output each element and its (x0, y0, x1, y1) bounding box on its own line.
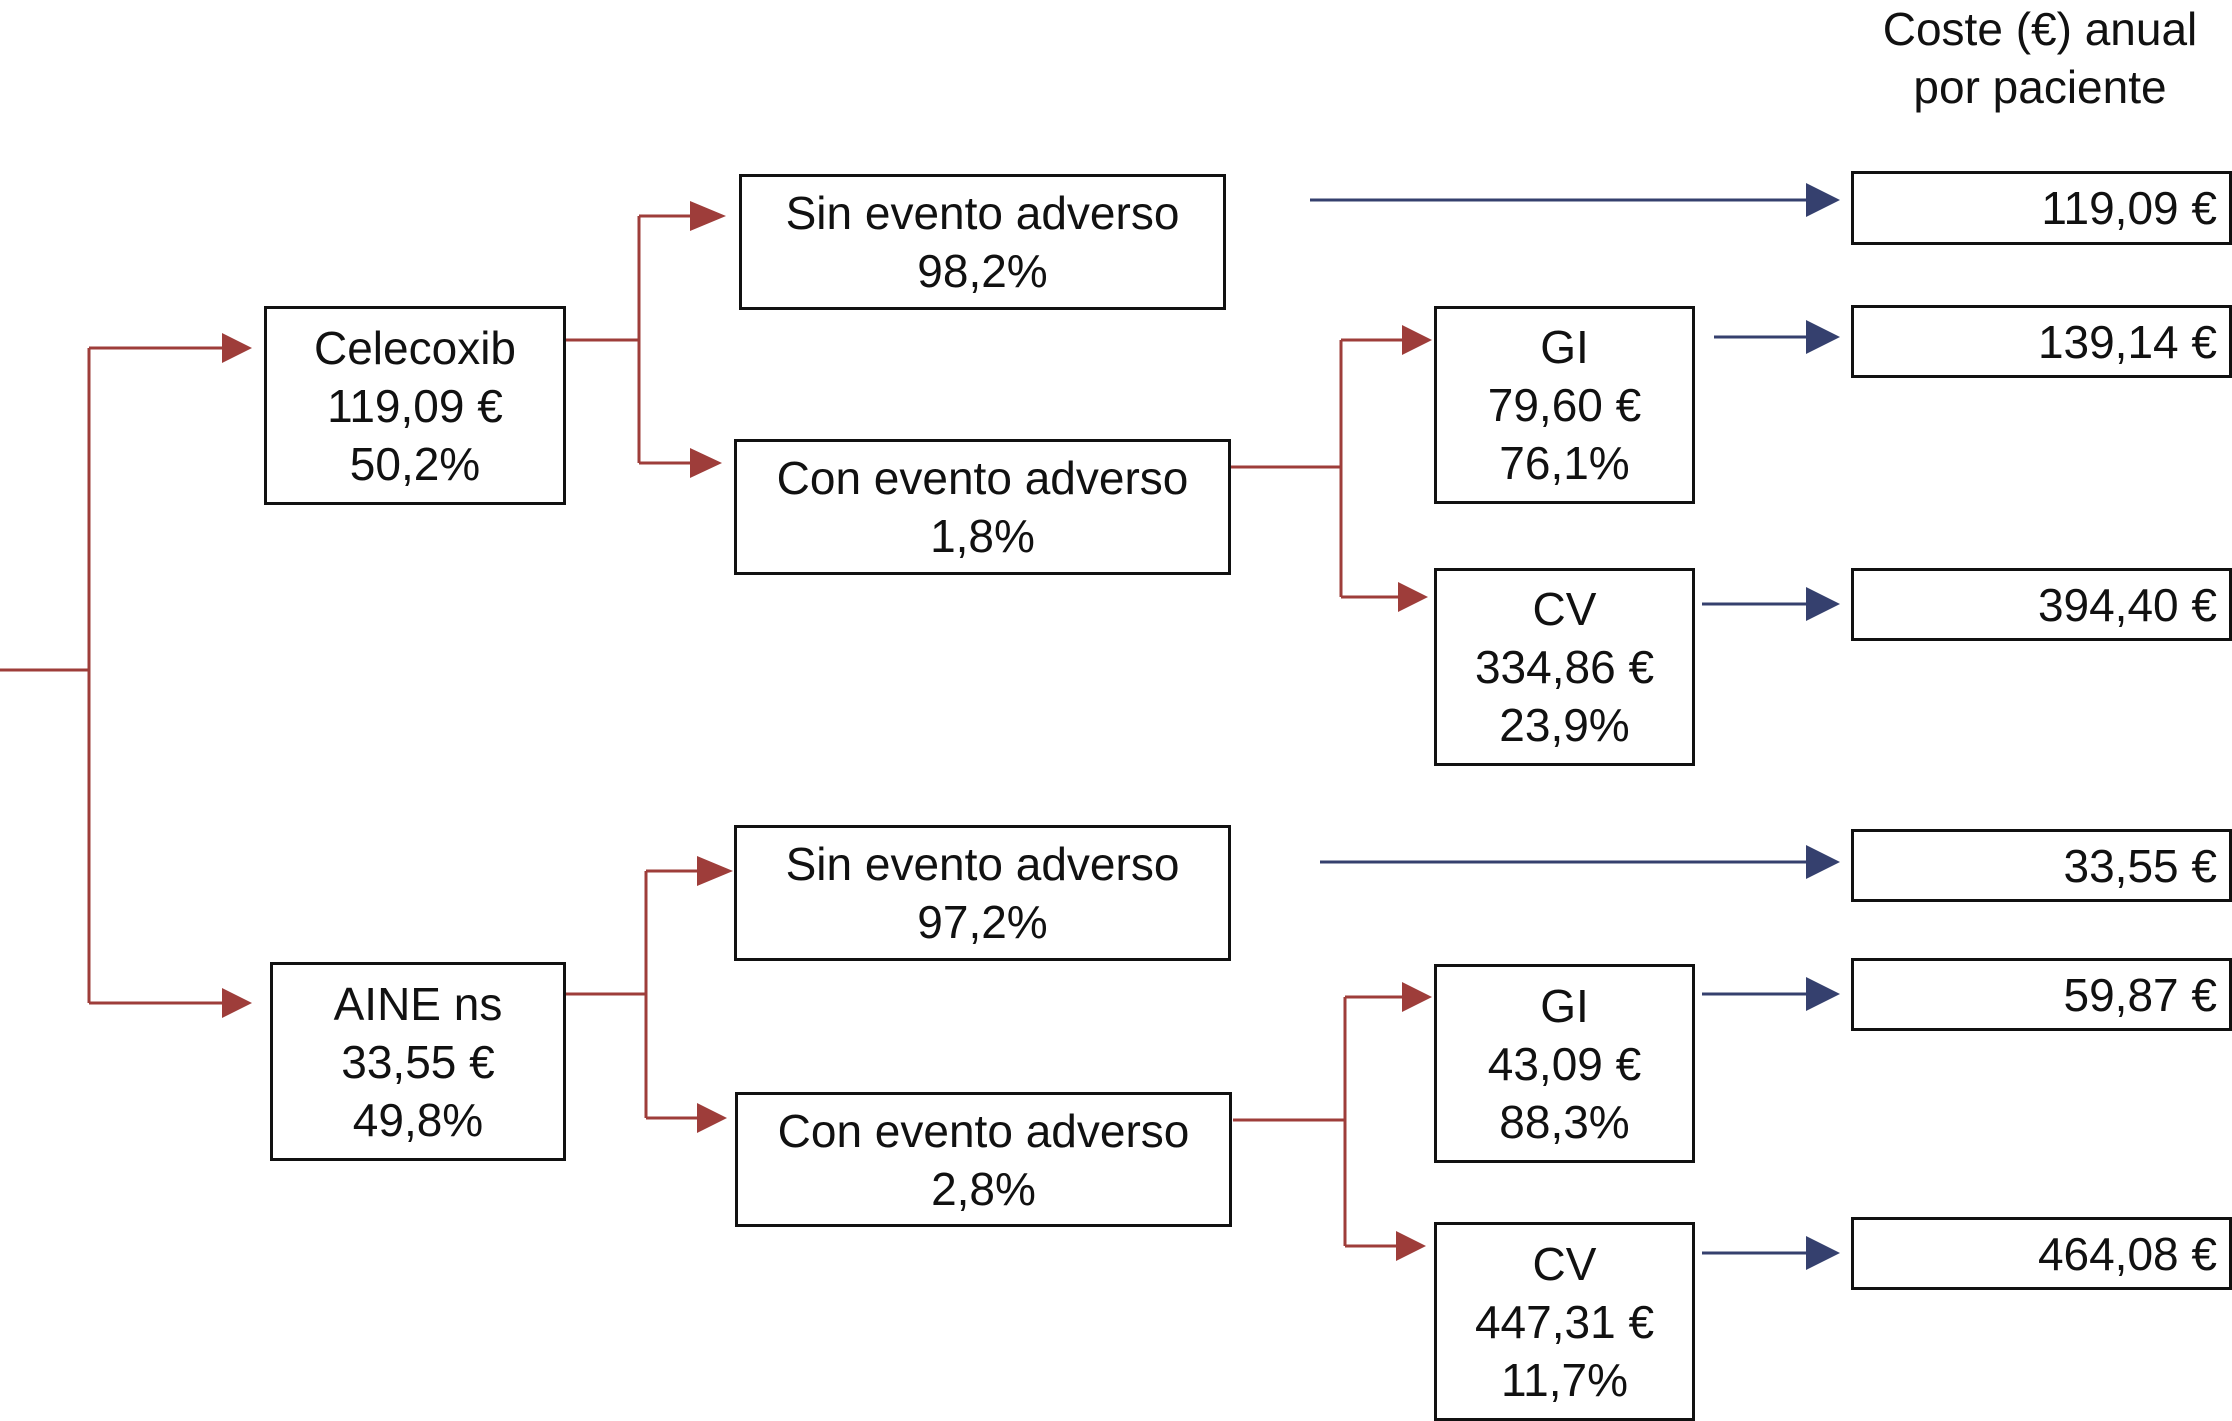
celecoxib-event-branch (1230, 338, 1412, 599)
aine-gi-prob: 88,3% (1499, 1095, 1630, 1148)
outcome-cost-cel-cv: 394,40 € (1851, 568, 2232, 641)
outcome-cost-cel-gi: 139,14 € (1851, 305, 2232, 378)
celecoxib-prob: 50,2% (349, 437, 481, 490)
outcome-cost-aine-cv: 464,08 € (1851, 1217, 2232, 1290)
aine-event-prob: 2,8% (931, 1162, 1036, 1215)
celecoxib-event-arrowheads (1398, 325, 1432, 612)
node-celecoxib-gi: GI 79,60 € 76,1% (1434, 306, 1695, 504)
celecoxib-gi-cost: 79,60 € (1487, 379, 1642, 431)
root-branch (0, 346, 244, 1005)
celecoxib-branch (565, 214, 702, 465)
aine-arrowheads (697, 856, 733, 1133)
celecoxib-cv-prob: 23,9% (1499, 699, 1630, 751)
cost-header-line1: Coste (€) anual (1882, 3, 2198, 55)
outcome-cost-aine-gi: 59,87 € (1851, 958, 2232, 1031)
aine-name: AINE ns (333, 977, 503, 1030)
aine-cv-prob: 11,7% (1500, 1353, 1629, 1406)
celecoxib-gi-label: GI (1540, 321, 1589, 373)
arrowhead-celecoxib (222, 333, 252, 363)
aine-cv-cost: 447,31 € (1474, 1295, 1655, 1348)
node-aine-gi: GI 43,09 € 88,3% (1434, 964, 1695, 1163)
celecoxib-event-label: Con evento adverso (776, 452, 1189, 504)
outcome-cost-cel-no-event: 119,09 € (1851, 171, 2232, 245)
node-aine: AINE ns 33,55 € 49,8% (270, 962, 566, 1161)
node-celecoxib-event: Con evento adverso 1,8% (734, 439, 1231, 575)
cost-arrows (1310, 198, 1810, 1255)
outcome-cost-value: 59,87 € (2063, 968, 2217, 1021)
outcome-cost-aine-no-event: 33,55 € (1851, 829, 2232, 902)
aine-cv-label: CV (1532, 1237, 1597, 1290)
aine-cost: 33,55 € (341, 1035, 495, 1088)
aine-no-event-label: Sin evento adverso (785, 838, 1180, 890)
node-aine-no-event: Sin evento adverso 97,2% (734, 825, 1231, 961)
outcome-cost-value: 33,55 € (2063, 839, 2217, 892)
celecoxib-cv-label: CV (1532, 583, 1597, 635)
outcome-cost-value: 464,08 € (2037, 1227, 2217, 1280)
celecoxib-gi-prob: 76,1% (1499, 437, 1630, 489)
cost-arrowheads (1806, 183, 1840, 1270)
celecoxib-event-prob: 1,8% (930, 510, 1035, 562)
celecoxib-no-event-prob: 98,2% (917, 245, 1048, 297)
celecoxib-name: Celecoxib (314, 321, 516, 374)
aine-gi-cost: 43,09 € (1487, 1037, 1642, 1090)
aine-event-arrowheads (1396, 982, 1432, 1261)
node-celecoxib-no-event: Sin evento adverso 98,2% (739, 174, 1226, 310)
celecoxib-cost: 119,09 € (327, 379, 503, 432)
aine-no-event-prob: 97,2% (917, 896, 1048, 948)
cost-header-line2: por paciente (1913, 61, 2167, 113)
outcome-cost-value: 119,09 € (2041, 182, 2217, 234)
node-aine-cv: CV 447,31 € 11,7% (1434, 1222, 1695, 1421)
arrowhead-aine (222, 988, 252, 1018)
aine-event-label: Con evento adverso (777, 1104, 1190, 1157)
aine-gi-label: GI (1540, 979, 1589, 1032)
cost-column-header: Coste (€) anual por paciente (1840, 0, 2232, 116)
outcome-cost-value: 394,40 € (2037, 578, 2217, 631)
node-celecoxib: Celecoxib 119,09 € 50,2% (264, 306, 566, 505)
aine-branch (565, 869, 705, 1120)
celecoxib-arrowheads (690, 201, 726, 478)
aine-prob: 49,8% (352, 1093, 484, 1146)
root-arrowheads (222, 333, 252, 1018)
aine-event-branch (1233, 995, 1410, 1248)
node-celecoxib-cv: CV 334,86 € 23,9% (1434, 568, 1695, 766)
celecoxib-no-event-label: Sin evento adverso (785, 187, 1180, 239)
outcome-cost-value: 139,14 € (2037, 315, 2217, 368)
celecoxib-cv-cost: 334,86 € (1474, 641, 1655, 693)
node-aine-event: Con evento adverso 2,8% (735, 1092, 1232, 1227)
